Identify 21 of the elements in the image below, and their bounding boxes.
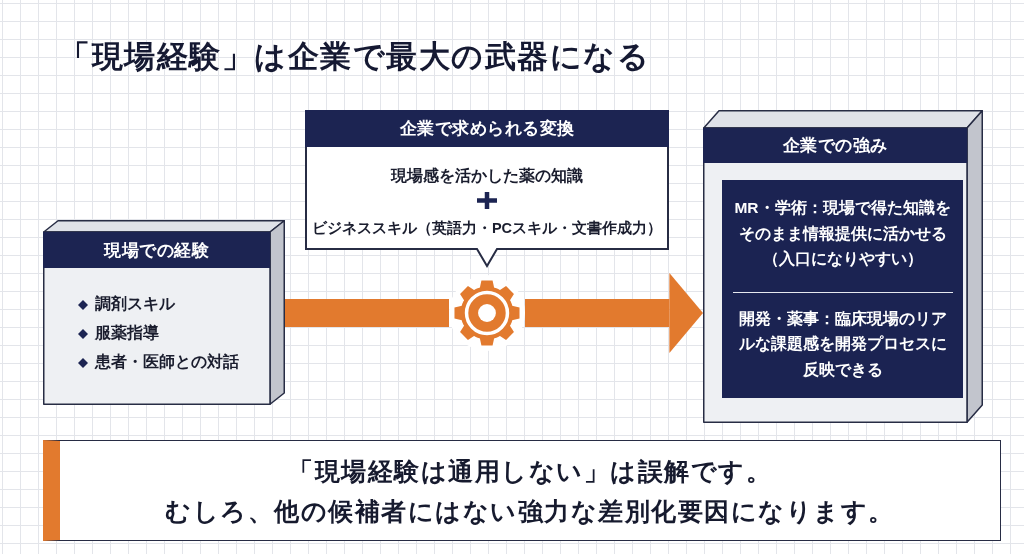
bullet-text: 服薬指導 xyxy=(95,323,159,343)
gear-icon xyxy=(449,275,525,351)
bullet-text: 患者・医師との対話 xyxy=(95,352,239,372)
banner-text: 「現場経験は通用しない」は誤解です。 xyxy=(288,455,772,487)
header-band: 企業で求められる変換 xyxy=(305,110,669,147)
panel-text: 開発・薬事：臨床現場のリアルな課題感を開発プロセスに反映できる xyxy=(737,308,948,380)
panel-text: MR・学術：現場で得た知識をそのまま情報提供に活かせる（入口になりやすい） xyxy=(733,198,952,270)
header-band: 企業での強み xyxy=(703,128,967,163)
banner-text: むしろ、他の候補者にはない強力な差別化要因になります。 xyxy=(165,495,895,527)
header-band: 現場での経験 xyxy=(43,232,270,268)
raised-block xyxy=(703,110,983,423)
message-banner xyxy=(43,440,1001,541)
connector-bar xyxy=(285,299,449,327)
bullet-text: 調剤スキル xyxy=(95,294,175,314)
diagram-title: 「現場経験」は企業で最大の武器になる xyxy=(59,38,650,75)
callout-text: 現場感を活かした薬の知識 xyxy=(391,166,583,186)
callout-text: ビジネススキル（英語力・PCスキル・文書作成力） xyxy=(311,219,663,238)
speech-bubble xyxy=(305,110,669,267)
block-arrow xyxy=(525,273,703,353)
info-panel xyxy=(722,180,963,398)
raised-block xyxy=(43,220,285,405)
